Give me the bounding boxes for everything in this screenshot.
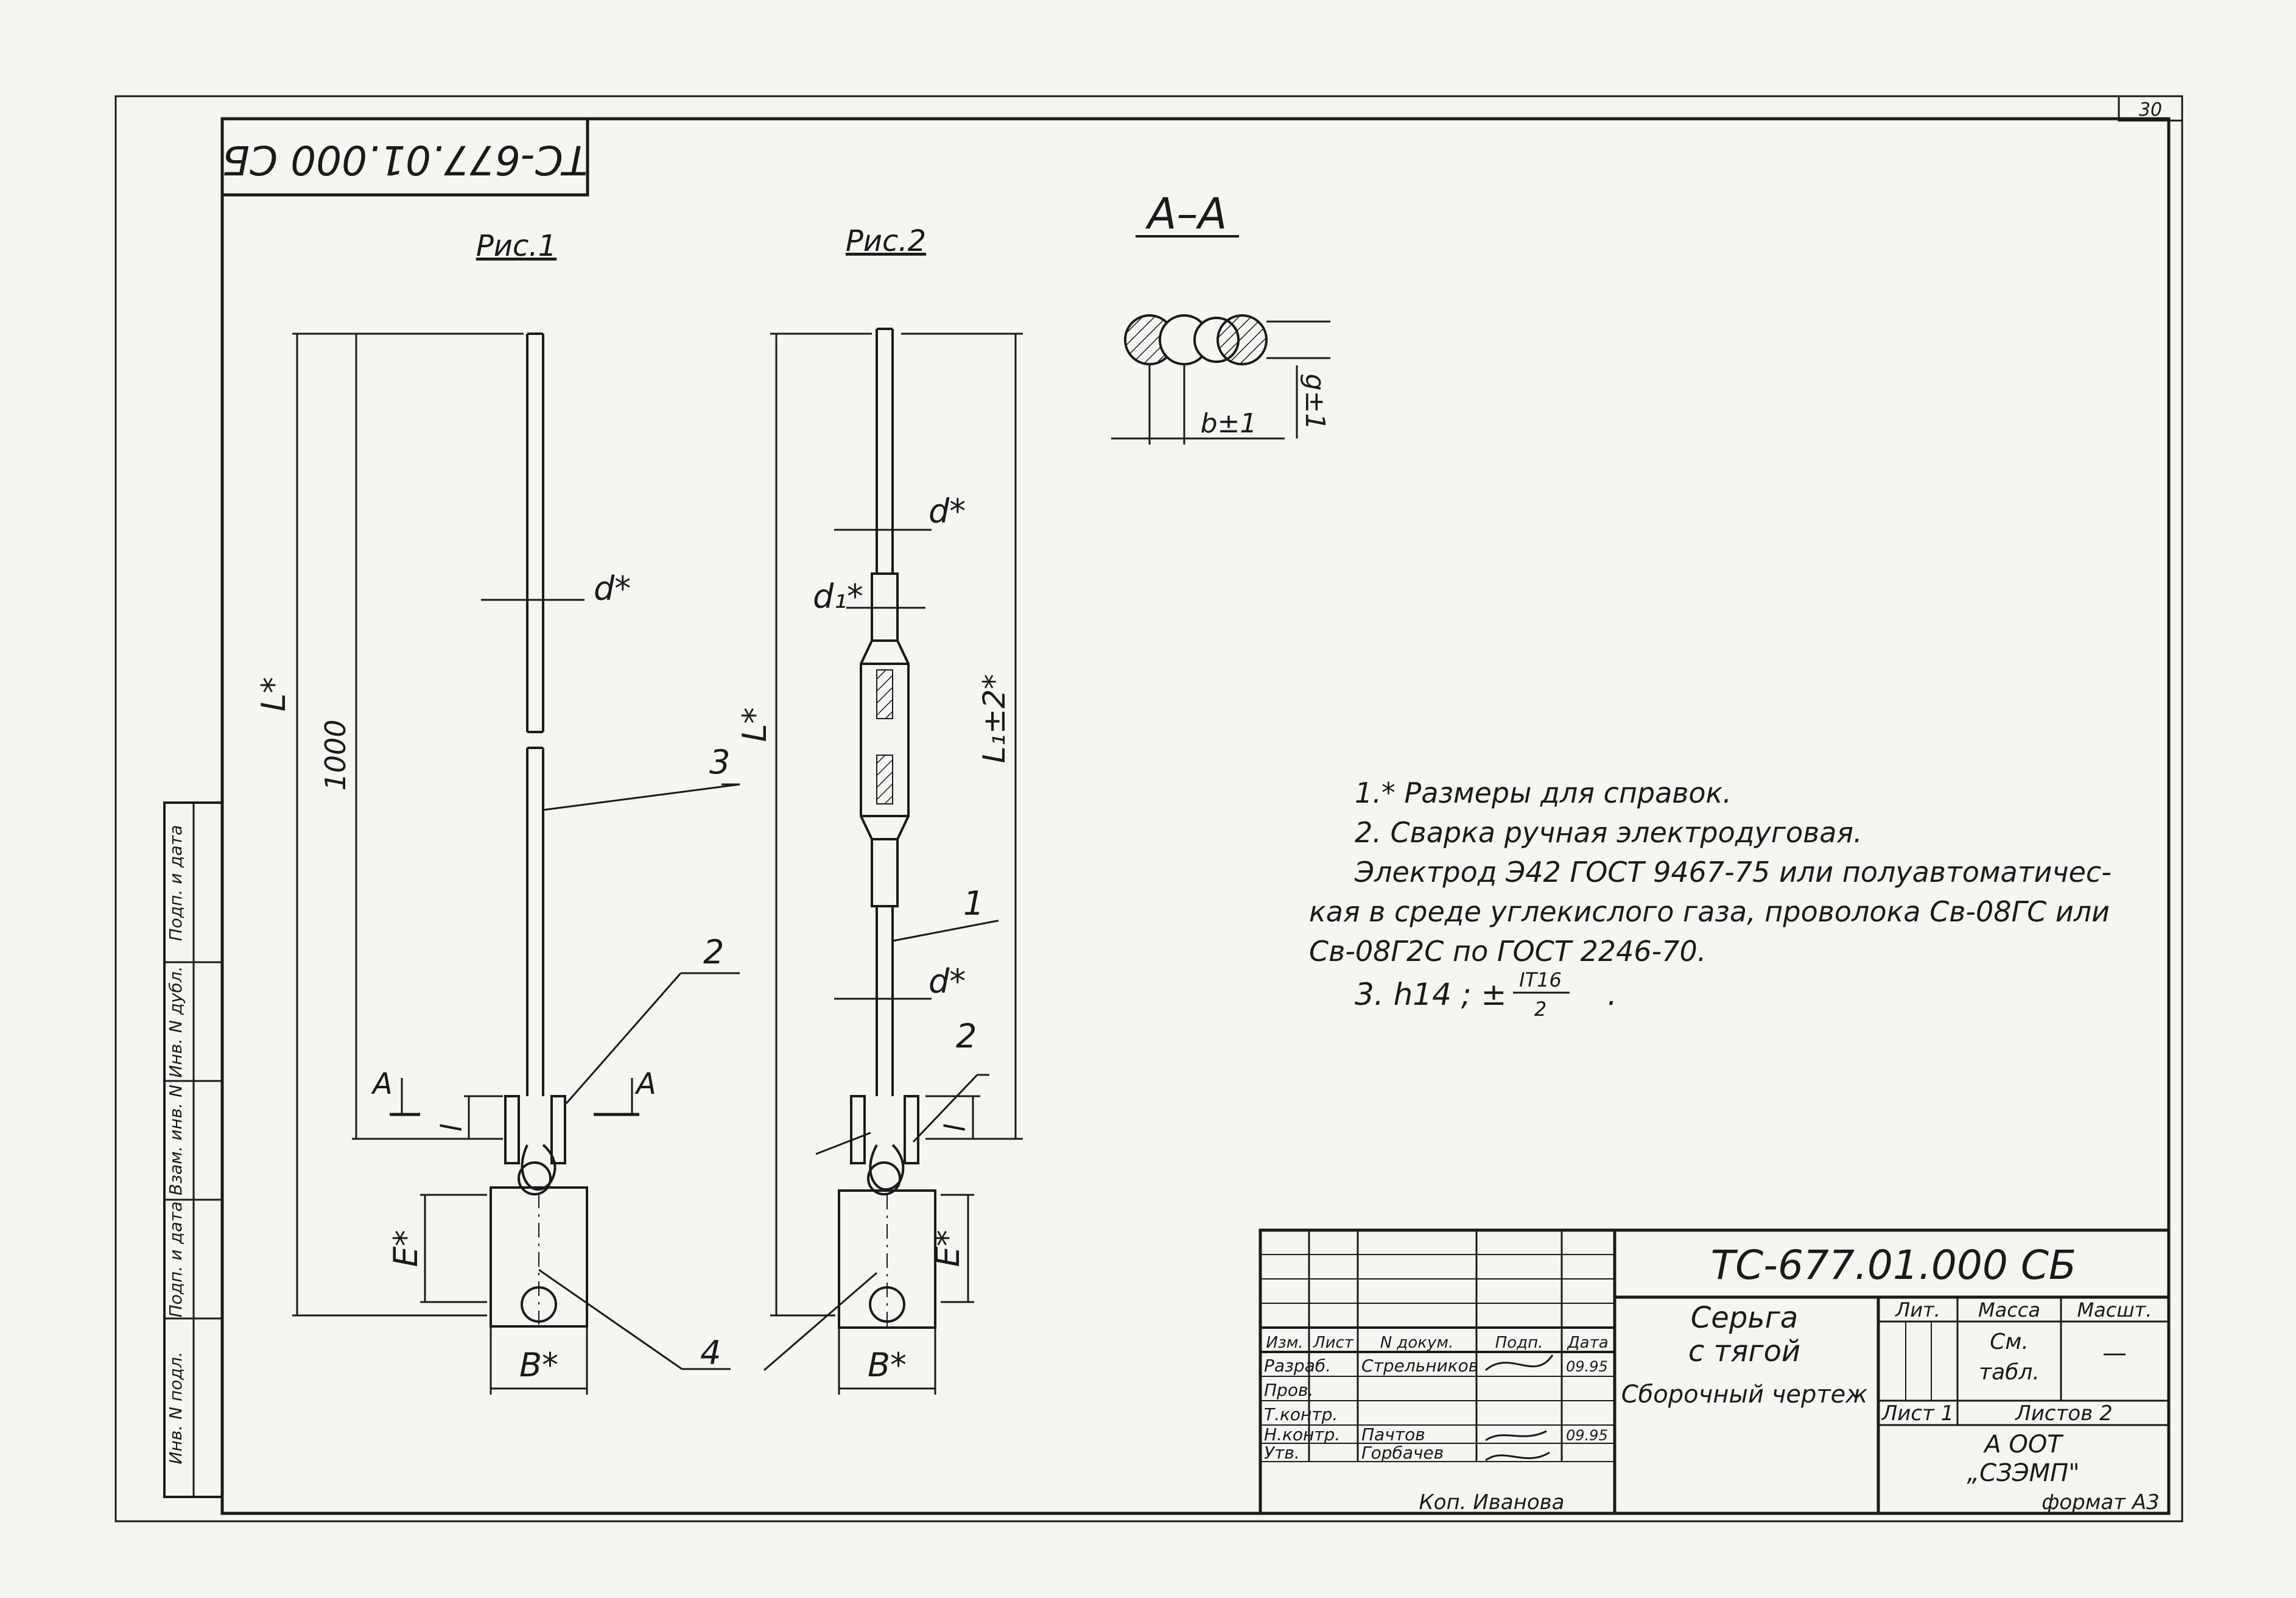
dim-L-fig2: L*: [735, 707, 774, 742]
note-3-prefix: 3. h14 ; ±: [1355, 977, 1506, 1012]
sheet-number: Лист 1: [1881, 1401, 1954, 1426]
mirrored-code-stamp: ТС-677.01.000 СБ: [220, 117, 589, 197]
col-data: Дата: [1567, 1334, 1608, 1352]
dim-l: l: [435, 1124, 468, 1132]
note-line: 1.* Размеры для справок.: [1355, 776, 1732, 809]
col-ndoc: N докум.: [1380, 1334, 1454, 1352]
name-razrab: Стрельников: [1361, 1356, 1478, 1376]
figure-2-rod: [838, 328, 936, 1329]
date-razrab: 09.95: [1566, 1358, 1608, 1375]
title-name-line2: с тягой: [1688, 1334, 1800, 1368]
note-line: кая в среде углекислого газа, проволока …: [1309, 895, 2110, 928]
dim-L1: L₁±2*: [977, 674, 1012, 764]
figure-1-dimensions: [292, 333, 740, 1395]
page-number: 30: [2139, 99, 2162, 121]
side-stamp: Инв. N подл. Подп. и дата Взам. инв. N И…: [163, 801, 223, 1498]
side-stamp-cell: Инв. N подл.: [166, 1352, 186, 1465]
dim-B: B*: [519, 1346, 558, 1384]
sheet-frame: [114, 95, 2183, 1522]
name-utv: Горбачев: [1361, 1443, 1444, 1463]
dim-d: d*: [594, 569, 631, 608]
copied-by: Коп. Иванова: [1419, 1490, 1565, 1515]
section-a-a-label: А–А: [1145, 189, 1227, 239]
page-number-box: 30: [2118, 95, 2183, 122]
side-stamp-cell: Подп. и дата: [166, 825, 186, 942]
dim-B-fig2: B*: [868, 1346, 907, 1384]
title-block-text: ТС-677.01.000 СБ Серьга с тягой Сборочны…: [1264, 1242, 2160, 1515]
callout-2-fig1: 2: [703, 933, 724, 971]
side-stamp-cell: Инв. N дубл.: [166, 966, 186, 1077]
note-line: 2. Сварка ручная электродуговая.: [1355, 816, 1862, 849]
section-mark-a-right: A: [634, 1067, 656, 1101]
lit-header: Лит.: [1895, 1298, 1940, 1322]
dim-E: E*: [387, 1230, 425, 1267]
section-a-a: [1111, 314, 1330, 445]
dim-L: L*: [255, 677, 293, 711]
note-3-denominator: 2: [1534, 998, 1546, 1021]
sheet-format: формат А3: [2041, 1490, 2159, 1515]
role-razrab: Разраб.: [1264, 1356, 1331, 1376]
dim-d1: d₁*: [813, 577, 863, 616]
sheets-total: Листов 2: [2014, 1401, 2112, 1426]
scale-value: —: [2102, 1339, 2127, 1367]
col-izm: Изм.: [1266, 1334, 1303, 1352]
note-3-numerator: IT16: [1519, 968, 1562, 991]
role-prov: Пров.: [1264, 1380, 1313, 1400]
callout-4: 4: [700, 1334, 721, 1372]
note-3-suffix: .: [1607, 977, 1617, 1012]
note-line: Св-08Г2С по ГОСТ 2246-70.: [1309, 935, 1706, 968]
dim-d-top: d*: [929, 492, 966, 530]
role-nkontr: Н.контр.: [1264, 1424, 1340, 1445]
scale-header: Масшт.: [2077, 1298, 2152, 1322]
name-nkontr: Пачтов: [1361, 1424, 1425, 1445]
section-mark-a-left: A: [371, 1067, 393, 1101]
fig1-label: Рис.1: [476, 229, 556, 263]
role-tkontr: Т.контр.: [1264, 1404, 1338, 1424]
side-stamp-cell: Взам. инв. N: [166, 1085, 186, 1195]
side-stamp-cell: Подп. и дата: [166, 1202, 186, 1318]
role-utv: Утв.: [1264, 1443, 1300, 1463]
title-name-line1: Серьга: [1691, 1301, 1798, 1335]
dim-g: g±1: [1299, 374, 1330, 431]
col-list: Лист: [1313, 1334, 1354, 1352]
figure-1-rod: [490, 333, 588, 1328]
mass-header: Масса: [1978, 1298, 2040, 1322]
mirrored-code: ТС-677.01.000 СБ: [222, 136, 588, 183]
figure-2-dimensions: [764, 333, 1023, 1395]
callout-2-fig2: 2: [956, 1017, 977, 1055]
fig2-label: Рис.2: [846, 224, 926, 258]
callout-3: 3: [709, 743, 730, 781]
dim-b: b±1: [1201, 408, 1257, 439]
dim-E-fig2: E*: [929, 1230, 967, 1267]
title-doc-type: Сборочный чертеж: [1621, 1381, 1868, 1409]
technical-notes: 1.* Размеры для справок. 2. Сварка ручна…: [1309, 776, 2112, 1021]
dim-1000: 1000: [319, 719, 352, 790]
title-block: [1259, 1228, 2171, 1515]
dim-d-bottom: d*: [929, 962, 966, 1001]
mass-value-2: табл.: [1979, 1360, 2040, 1385]
note-line: Электрод Э42 ГОСТ 9467-75 или полуавтома…: [1354, 856, 2112, 889]
title-code: ТС-677.01.000 СБ: [1711, 1242, 2076, 1289]
date-nkontr: 09.95: [1566, 1427, 1608, 1444]
callout-1: 1: [963, 884, 984, 923]
mass-value-1: См.: [1990, 1329, 2029, 1354]
org-line2: „СЗЭМП": [1967, 1459, 2079, 1487]
col-podp: Подп.: [1495, 1334, 1543, 1352]
dim-l-fig2: l: [939, 1124, 972, 1132]
org-line1: А ООТ: [1982, 1431, 2064, 1459]
